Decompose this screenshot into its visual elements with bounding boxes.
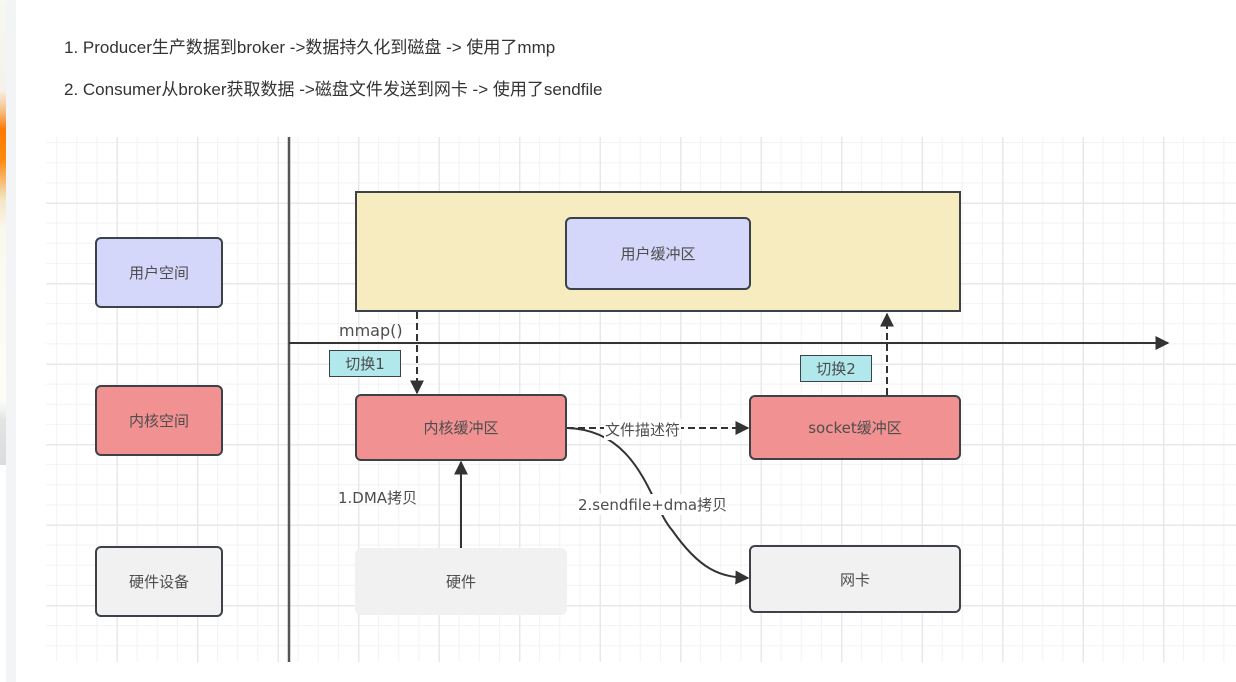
user-buffer-label: 用户缓冲区: [620, 245, 696, 263]
list-item: 1. Producer生产数据到broker ->数据持久化到磁盘 -> 使用了…: [64, 38, 556, 57]
left-gutter: [6, 0, 16, 682]
hardware-device-layer: 硬件设备: [95, 546, 223, 617]
file-descriptor-label: 文件描述符: [604, 419, 682, 440]
switch1-tag: 切换1: [329, 350, 401, 377]
kernel-buffer-node: 内核缓冲区: [355, 394, 567, 461]
dma-copy-label: 1.DMA拷贝: [338, 489, 418, 507]
user-space-layer: 用户空间: [95, 237, 223, 308]
mmap-label: mmap(): [339, 321, 403, 340]
side-image-strip: [0, 0, 6, 465]
hardware-label: 硬件: [445, 573, 476, 591]
switch1-label: 切换1: [345, 355, 385, 373]
kernel-buffer-label: 内核缓冲区: [423, 419, 499, 437]
user-space-label: 用户空间: [128, 264, 189, 282]
socket-buffer-node: socket缓冲区: [749, 395, 961, 460]
hardware-node: 硬件: [355, 548, 567, 615]
kernel-space-label: 内核空间: [128, 412, 189, 430]
switch2-tag: 切换2: [800, 355, 872, 382]
socket-buffer-label: socket缓冲区: [808, 419, 902, 437]
article-list: 1. Producer生产数据到broker ->数据持久化到磁盘 -> 使用了…: [64, 36, 602, 120]
switch2-label: 切换2: [816, 360, 856, 378]
hardware-device-label: 硬件设备: [128, 573, 189, 591]
user-buffer-node: 用户缓冲区: [565, 217, 751, 290]
nic-label: 网卡: [839, 570, 870, 589]
list-item: 2. Consumer从broker获取数据 ->磁盘文件发送到网卡 -> 使用…: [64, 80, 603, 99]
sendfile-dma-label: 2.sendfile+dma拷贝: [577, 494, 729, 515]
nic-node: 网卡: [749, 545, 961, 613]
kernel-space-layer: 内核空间: [95, 385, 223, 456]
